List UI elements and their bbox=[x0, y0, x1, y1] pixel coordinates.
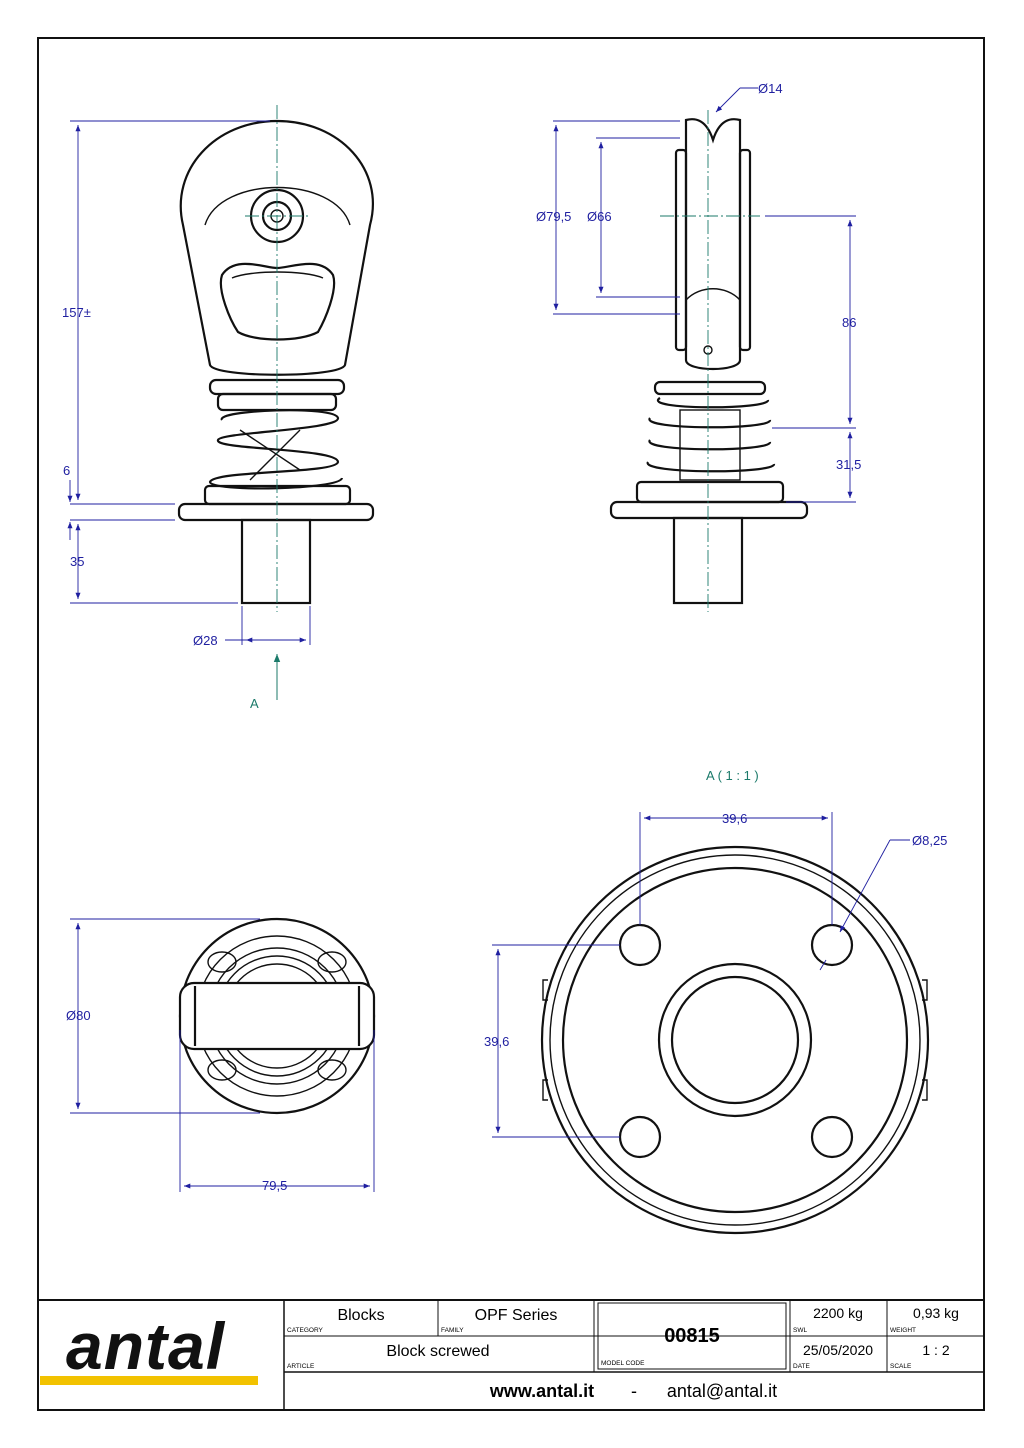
tb-website[interactable]: www.antal.it bbox=[489, 1381, 594, 1401]
tb-article-caption: ARTICLE bbox=[287, 1363, 315, 1370]
detail-label: A ( 1 : 1 ) bbox=[706, 768, 759, 783]
tb-scale: 1 : 2 bbox=[922, 1342, 949, 1358]
dim-shank-dia: Ø28 bbox=[193, 633, 218, 648]
dim-hole-dia: Ø8,25 bbox=[912, 833, 947, 848]
tb-category-caption: CATEGORY bbox=[287, 1327, 324, 1334]
side-view: Ø14 Ø79,5 Ø66 86 31,5 bbox=[536, 81, 861, 612]
tb-family-caption: FAMILY bbox=[441, 1327, 464, 1334]
section-ref-a: A bbox=[250, 696, 259, 711]
title-block: antal Blocks CATEGORY OPF Series FAMILY … bbox=[38, 1299, 984, 1410]
tb-date-caption: DATE bbox=[793, 1363, 811, 1370]
dim-shank: 35 bbox=[70, 554, 84, 569]
tb-swl: 2200 kg bbox=[813, 1305, 863, 1321]
dim-hole-spacing-h: 39,6 bbox=[722, 811, 747, 826]
dim-pin-dia: Ø14 bbox=[758, 81, 783, 96]
tb-separator: - bbox=[631, 1381, 637, 1401]
top-view: Ø80 79,5 bbox=[66, 917, 376, 1193]
tb-swl-caption: SWL bbox=[793, 1327, 807, 1334]
tb-model-code: 00815 bbox=[664, 1325, 720, 1347]
dim-width: 79,5 bbox=[262, 1178, 287, 1193]
tb-scale-caption: SCALE bbox=[890, 1363, 912, 1370]
front-view: 157± 6 35 Ø28 A bbox=[62, 105, 375, 711]
tb-category: Blocks bbox=[337, 1307, 384, 1324]
dim-sheave-outer: Ø79,5 bbox=[536, 209, 571, 224]
detail-view-a: A ( 1 : 1 ) 39,6 39,6 Ø8,25 bbox=[484, 768, 947, 1235]
tb-article: Block screwed bbox=[386, 1343, 489, 1360]
brand-bar bbox=[40, 1376, 258, 1385]
dim-height-total: 157± bbox=[62, 305, 91, 320]
tb-weight-caption: WEIGHT bbox=[890, 1327, 916, 1334]
sheet-frame bbox=[37, 37, 985, 1411]
dim-axle-to-spring: 86 bbox=[842, 315, 856, 330]
tb-weight: 0,93 kg bbox=[913, 1305, 959, 1321]
brand-logo: antal bbox=[66, 1309, 226, 1383]
tb-email[interactable]: antal@antal.it bbox=[667, 1381, 777, 1401]
dim-base-plate: 6 bbox=[63, 463, 70, 478]
tb-family: OPF Series bbox=[475, 1307, 558, 1324]
dim-outer-dia: Ø80 bbox=[66, 1008, 91, 1023]
tb-model-code-caption: MODEL CODE bbox=[601, 1360, 645, 1367]
dim-spring-height: 31,5 bbox=[836, 457, 861, 472]
dim-hole-spacing-v: 39,6 bbox=[484, 1034, 509, 1049]
tb-date: 25/05/2020 bbox=[803, 1342, 873, 1358]
dim-sheave-inner: Ø66 bbox=[587, 209, 612, 224]
